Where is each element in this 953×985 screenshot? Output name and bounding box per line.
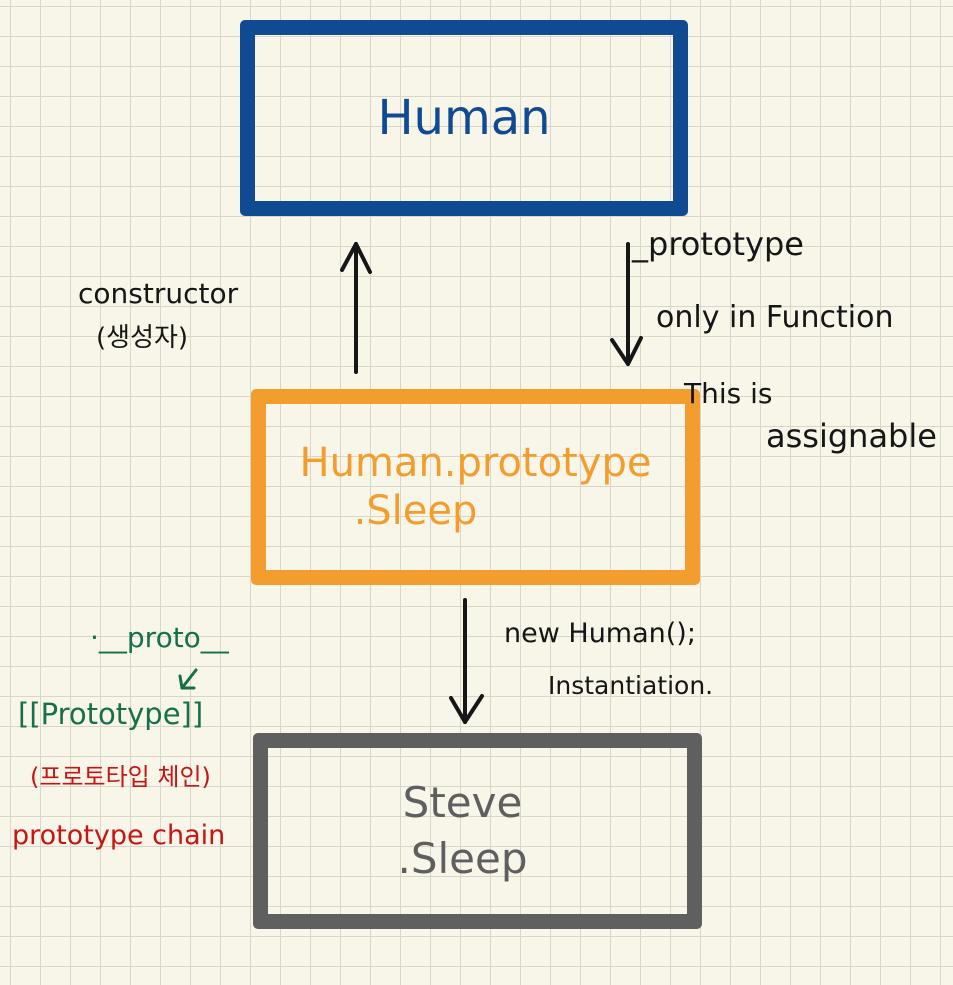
prototype-property-label: _prototype [632, 225, 804, 263]
instance-label-line1: Steve [402, 778, 523, 827]
assignable-label: assignable [766, 417, 937, 455]
steve-instance-box: Steve .Sleep [253, 733, 702, 929]
constructor-korean-label: (생성자) [96, 323, 189, 353]
constructor-arrow [340, 242, 372, 374]
instance-label-line2: .Sleep [397, 834, 528, 883]
prototype-chain-korean-label: (프로토타입 체인) [30, 763, 211, 791]
constructor-label: constructor [78, 277, 239, 310]
new-human-label: new Human(); [504, 618, 696, 649]
human-label: Human [377, 90, 551, 146]
human-box: Human [240, 20, 688, 216]
prototype-slot-label: [[Prototype]] [18, 697, 204, 731]
instantiation-label: Instantiation. [548, 671, 714, 700]
prototype-chain-label: prototype chain [12, 820, 226, 851]
proto-slot-arrow [178, 668, 198, 690]
only-in-function-label: only in Function [656, 300, 894, 335]
this-is-label: This is [684, 377, 773, 410]
dunder-proto-label: ·__proto__ [90, 621, 229, 654]
prototype-label-line2: .Sleep [353, 488, 478, 534]
prototype-label-line1: Human.prototype [299, 440, 652, 486]
human-prototype-box: Human.prototype .Sleep [251, 389, 700, 585]
instantiation-arrow [449, 598, 484, 724]
